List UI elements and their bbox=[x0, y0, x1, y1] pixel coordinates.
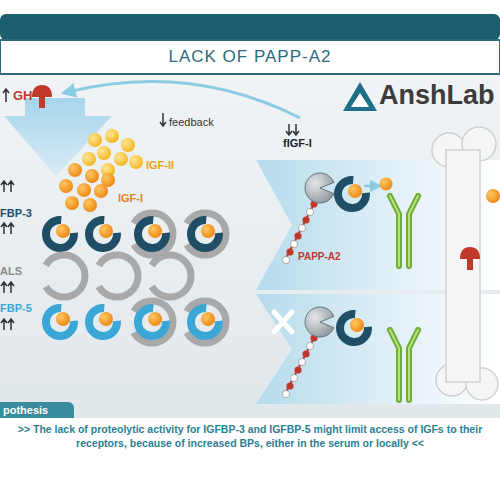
igfbp5-row bbox=[46, 301, 226, 343]
free-igf-label: fIGF-I bbox=[283, 138, 312, 149]
title: LACK OF PAPP-A2 bbox=[0, 47, 500, 67]
down-arrow bbox=[160, 113, 166, 126]
active-papp-a2 bbox=[282, 173, 418, 266]
up-arrow bbox=[3, 89, 9, 102]
igf2-label: IGF-II bbox=[146, 160, 174, 171]
production-arrow bbox=[4, 98, 112, 176]
gh-symbol bbox=[460, 247, 480, 270]
hypothesis-text: >> The lack of proteolytic activity for … bbox=[0, 418, 500, 454]
feedback-arrow bbox=[68, 82, 300, 118]
double-up-arrow bbox=[1, 181, 14, 192]
hormone-label: GH bbox=[13, 89, 33, 102]
hypothesis-band: pothesis>> The lack of proteolytic activ… bbox=[0, 402, 500, 454]
feedback-label: feedback bbox=[169, 117, 214, 128]
missing-papp-a2 bbox=[274, 307, 418, 400]
bone bbox=[432, 127, 498, 400]
gh-symbol bbox=[32, 85, 52, 108]
als-row bbox=[46, 255, 191, 297]
igfbp3-row bbox=[46, 213, 226, 255]
als-label: ALS bbox=[0, 266, 22, 277]
igfbp5-label: FBP-5 bbox=[0, 303, 32, 314]
double-down-arrow bbox=[286, 124, 299, 135]
double-up-arrow bbox=[1, 223, 14, 234]
enzyme-label: PAPP-A2 bbox=[298, 252, 341, 262]
igf1-label: IGF-I bbox=[118, 193, 143, 204]
logo-mark bbox=[343, 82, 377, 111]
double-up-arrow bbox=[1, 319, 14, 330]
section-tab: pothesis bbox=[0, 402, 74, 418]
igfbp3-label: FBP-3 bbox=[0, 208, 32, 219]
igf1-balls bbox=[59, 163, 115, 212]
igf-ball bbox=[486, 189, 500, 203]
logo-text: AnshLab bbox=[379, 82, 495, 109]
title-box bbox=[0, 40, 500, 74]
double-up-arrow bbox=[1, 282, 14, 293]
card-background bbox=[0, 14, 500, 454]
header-band bbox=[0, 14, 500, 40]
